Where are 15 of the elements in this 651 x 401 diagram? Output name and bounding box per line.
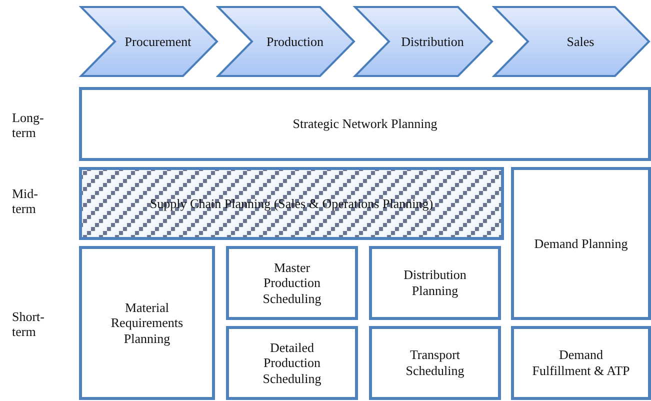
planning-box: Material Requirements Planning [79, 246, 215, 400]
stage-banner: Distribution [353, 5, 494, 78]
stage-banner: Sales [492, 5, 651, 78]
planning-box: Strategic Network Planning [79, 87, 651, 161]
planning-box: Detailed Production Scheduling [226, 326, 358, 400]
planning-box: Distribution Planning [369, 246, 501, 320]
stage-banner: Production [216, 5, 356, 78]
stage-banner: Procurement [79, 5, 219, 78]
row-label: Mid-term [12, 187, 39, 217]
planning-box: Demand Planning [511, 167, 651, 320]
row-label: Short-term [12, 310, 46, 340]
row-label: Long-term [12, 111, 45, 141]
planning-box: Master Production Scheduling [226, 246, 358, 320]
planning-box: Demand Fulfillment & ATP [511, 326, 651, 400]
planning-box: Transport Scheduling [369, 326, 501, 400]
